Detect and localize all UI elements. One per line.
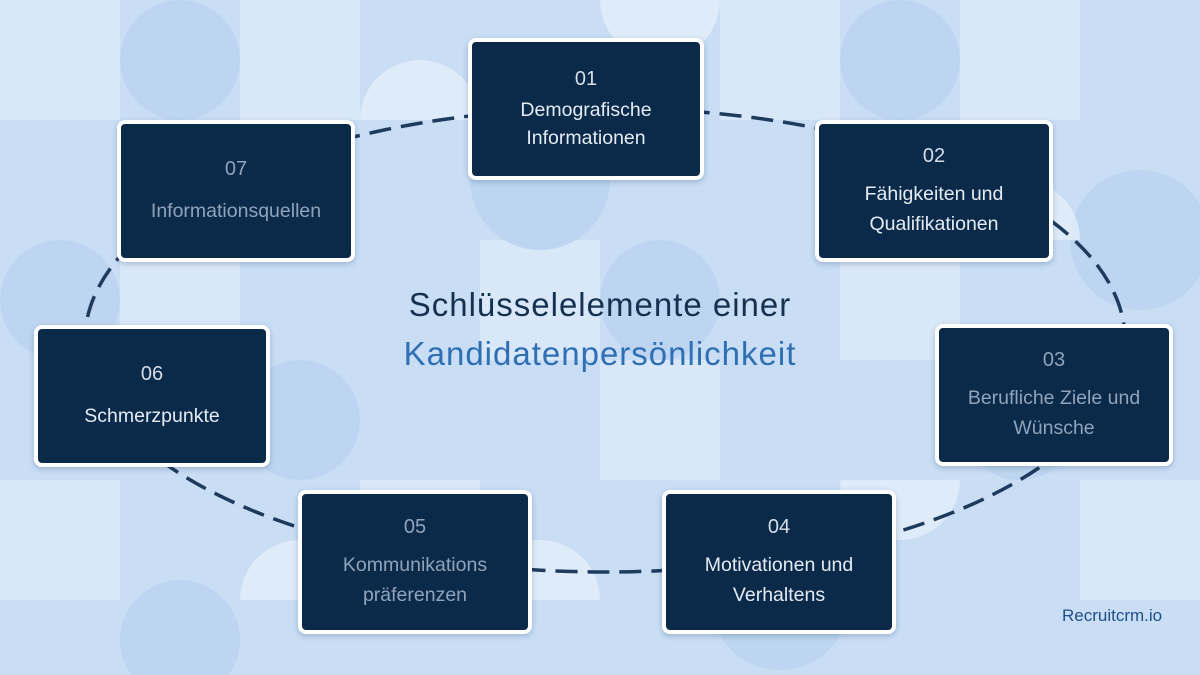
element-label: Kommunikations	[342, 554, 488, 576]
title-line-2: Kandidatenpersönlichkeit	[403, 335, 797, 372]
element-card-07: 07 Informationsquellen	[117, 120, 355, 262]
element-number: 07	[224, 158, 248, 180]
element-label: Motivationen und	[704, 554, 854, 576]
title-line-1: Schlüsselelemente einer	[408, 286, 792, 323]
element-label: Qualifikationen	[869, 213, 999, 235]
element-card-01: 01 Demografische Informationen	[468, 38, 704, 180]
element-label: Informationsquellen	[150, 200, 322, 222]
element-label: präferenzen	[362, 584, 468, 606]
element-number: 01	[574, 68, 598, 90]
element-card-06: 06 Schmerzpunkte	[34, 325, 270, 467]
element-number: 03	[1042, 349, 1066, 371]
element-card-05: 05 Kommunikations präferenzen	[298, 490, 532, 634]
element-number: 05	[403, 516, 427, 538]
element-number: 04	[767, 516, 791, 538]
element-label: Demografische	[520, 99, 652, 121]
brand-logo-text: Recruitcrm.io	[1062, 606, 1163, 625]
element-card-04: 04 Motivationen und Verhaltens	[662, 490, 896, 634]
element-card-03: 03 Berufliche Ziele und Wünsche	[935, 324, 1173, 466]
diagram-title: Schlüsselelemente einer Kandidatenpersön…	[300, 282, 900, 380]
element-card-02: 02 Fähigkeiten und Qualifikationen	[815, 120, 1053, 262]
element-label: Informationen	[526, 127, 646, 149]
element-label: Wünsche	[1013, 417, 1095, 439]
element-number: 06	[140, 363, 164, 385]
element-label: Verhaltens	[732, 584, 826, 606]
element-label: Berufliche Ziele und	[967, 387, 1141, 409]
element-label: Fähigkeiten und	[864, 183, 1004, 205]
element-number: 02	[922, 145, 946, 167]
element-label: Schmerzpunkte	[84, 405, 220, 427]
